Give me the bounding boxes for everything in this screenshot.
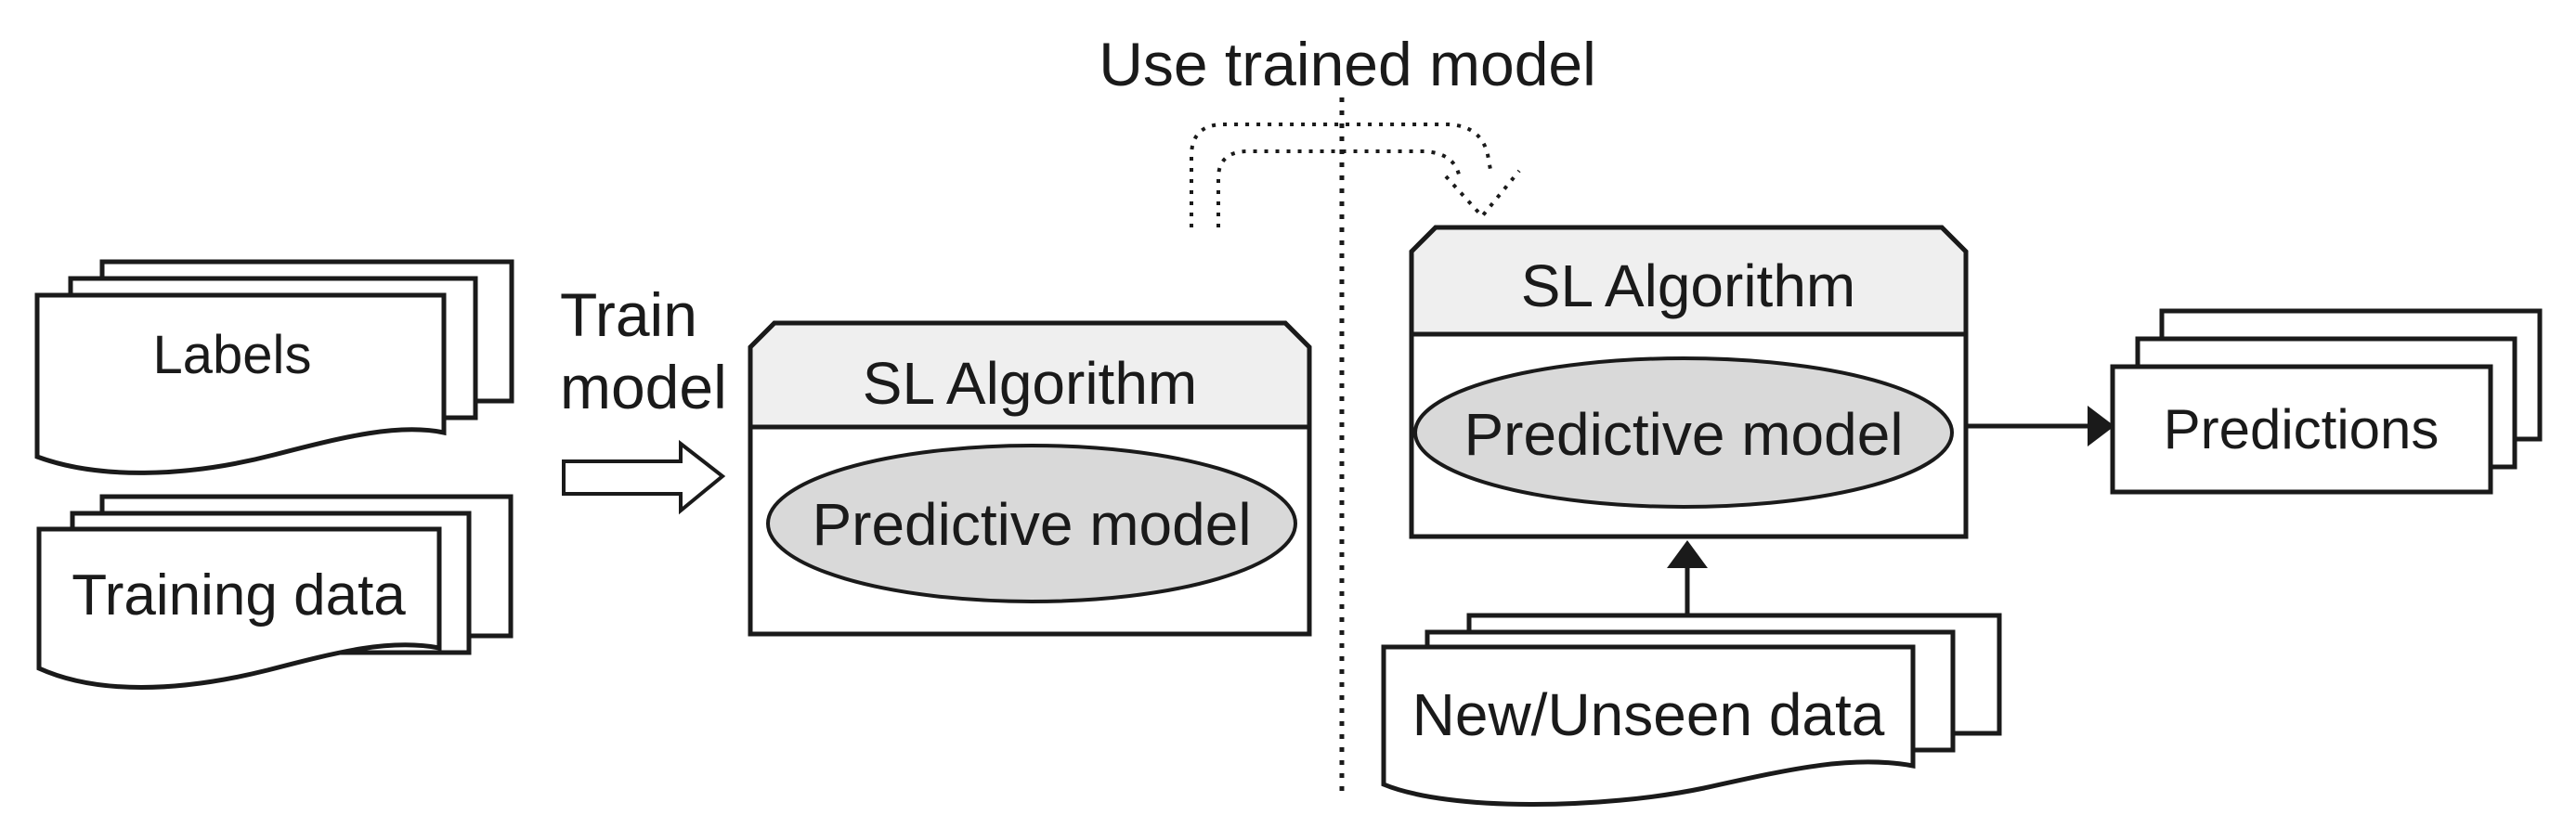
new-unseen-data-document-stack: New/Unseen data [1381, 613, 2002, 807]
labels-label: Labels [153, 325, 312, 385]
sl-algorithm-training-header [748, 320, 1312, 430]
predictive-model-ellipse-training [766, 444, 1297, 603]
sl-algorithm-training-header-label: SL Algorithm [863, 350, 1197, 417]
train-model-caption: Train model [560, 280, 727, 421]
sl-algorithm-inference-header [1409, 225, 1969, 337]
training-data-label: Training data [72, 563, 406, 627]
training-doc-front [36, 526, 442, 690]
use-trained-model-hook-arrow-icon [1190, 123, 1521, 227]
input-arrow-icon [1667, 540, 1708, 616]
sl-algorithm-inference-header-label: SL Algorithm [1521, 252, 1855, 319]
labels-document-stack: Labels [34, 259, 514, 475]
new-data-doc-front [1381, 644, 1916, 807]
new-unseen-data-label: New/Unseen data [1412, 681, 1885, 748]
predictive-model-inference-label: Predictive model [1464, 401, 1903, 468]
sl-algorithm-box-inference: SL Algorithm Predictive model [1409, 225, 1969, 539]
labels-doc-front [34, 292, 447, 475]
predictions-label: Predictions [2164, 398, 2439, 460]
sl-algorithm-box-training: SL Algorithm Predictive model [748, 320, 1312, 637]
predictive-model-ellipse-inference [1413, 356, 1954, 509]
output-arrow-icon [1967, 406, 2114, 446]
predictions-stack: Predictions [2110, 308, 2543, 495]
train-caption-line1: Train [560, 280, 697, 349]
predictive-model-training-label: Predictive model [812, 491, 1251, 558]
train-block-arrow-icon [562, 439, 726, 515]
training-data-document-stack: Training data [36, 494, 514, 690]
use-trained-model-caption: Use trained model [1099, 30, 1596, 98]
train-caption-line2: model [560, 353, 727, 421]
predictions-doc-front [2110, 364, 2493, 495]
